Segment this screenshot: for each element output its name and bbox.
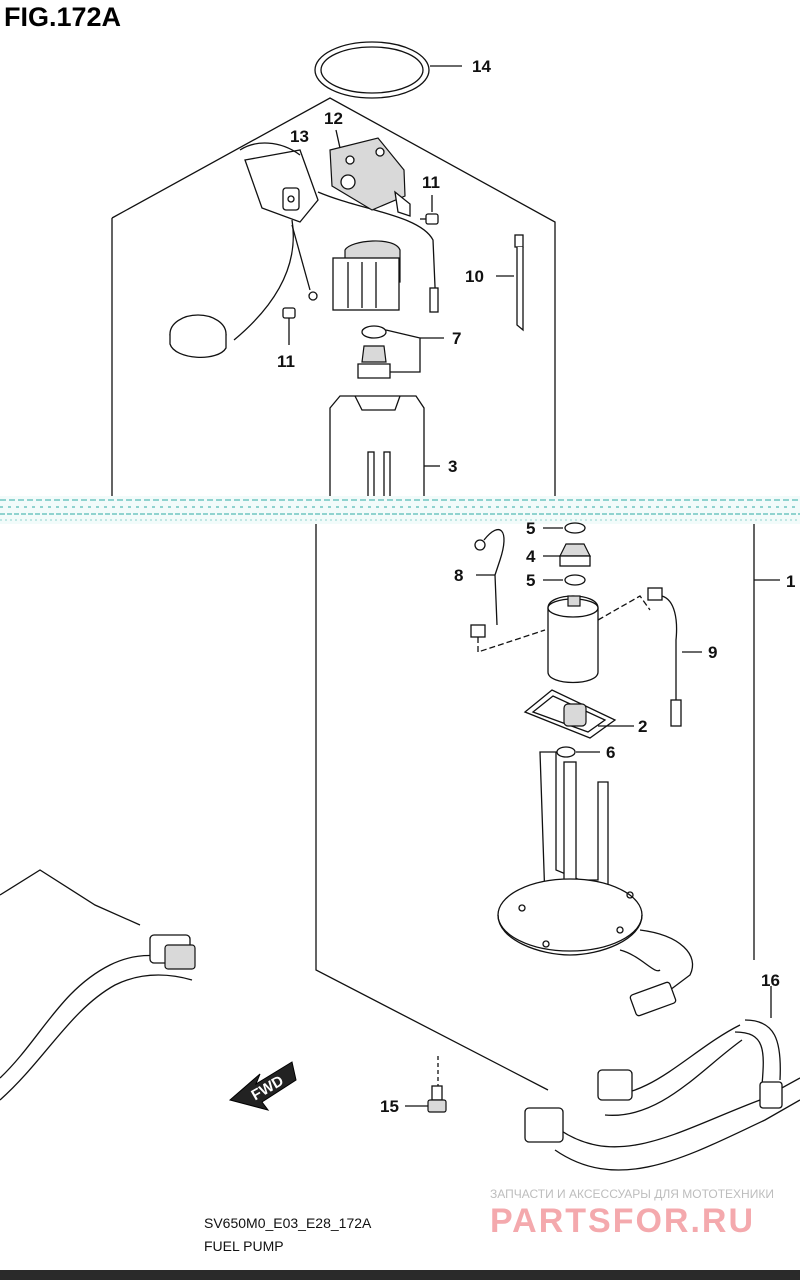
watermark-line2: PARTSFOR.RU (490, 1202, 755, 1240)
callout-10: 10 (465, 267, 484, 286)
screw-11-upper (420, 195, 439, 225)
pump-cap-4 (543, 543, 591, 567)
o-ring-14 (314, 41, 462, 99)
callout-13: 13 (290, 127, 309, 146)
scan-band (0, 496, 800, 524)
o-ring-6 (556, 746, 576, 758)
callout-8: 8 (454, 566, 463, 585)
fwd-arrow-icon: FWD (228, 1061, 297, 1111)
callout-11-upper: 11 (422, 173, 440, 192)
pump-bracket (497, 751, 694, 1017)
regulator-7 (357, 325, 444, 379)
clamp-band-10 (496, 234, 524, 332)
fuel-level-gauge-13 (169, 142, 439, 359)
callout-16: 16 (761, 971, 780, 990)
upper-assembly-outline (111, 97, 556, 500)
watermark-line1: ЗАПЧАСТИ И АКСЕССУАРЫ ДЛЯ МОТОТЕХНИКИ (490, 1187, 774, 1201)
bolt-15 (405, 1056, 447, 1113)
bottom-strip (0, 1270, 800, 1280)
pump-motor (547, 595, 651, 684)
lead-wire-8 (470, 528, 546, 653)
callout-7: 7 (452, 329, 461, 348)
callout-12: 12 (324, 109, 343, 128)
callout-6: 6 (606, 743, 615, 762)
callout-2: 2 (638, 717, 647, 736)
callout-15: 15 (380, 1097, 399, 1116)
callout-5-upper: 5 (526, 519, 535, 538)
screw-11-lower (282, 307, 296, 345)
o-ring-5-lower (564, 574, 586, 586)
callout-5-lower: 5 (526, 571, 535, 590)
callout-1: 1 (786, 572, 795, 591)
fuel-hose-16-right (524, 986, 800, 1171)
o-ring-5-upper (564, 522, 586, 534)
fuel-hose-16-left (0, 869, 196, 1101)
callout-14: 14 (472, 57, 491, 76)
lead-wire-9 (647, 587, 702, 727)
callout-11-lower: 11 (277, 352, 295, 371)
gauge-plate-12 (329, 129, 411, 217)
pump-case-3 (329, 395, 440, 501)
callout-9: 9 (708, 643, 717, 662)
figure-title: FIG.172A (4, 2, 121, 32)
figure-name: FUEL PUMP (204, 1238, 284, 1254)
callout-4: 4 (526, 547, 536, 566)
pump-module-top (332, 240, 401, 311)
figure-code: SV650M0_E03_E28_172A (204, 1215, 372, 1231)
lower-assembly-outline (315, 524, 780, 1091)
filter-2 (523, 689, 634, 739)
callout-3: 3 (448, 457, 457, 476)
